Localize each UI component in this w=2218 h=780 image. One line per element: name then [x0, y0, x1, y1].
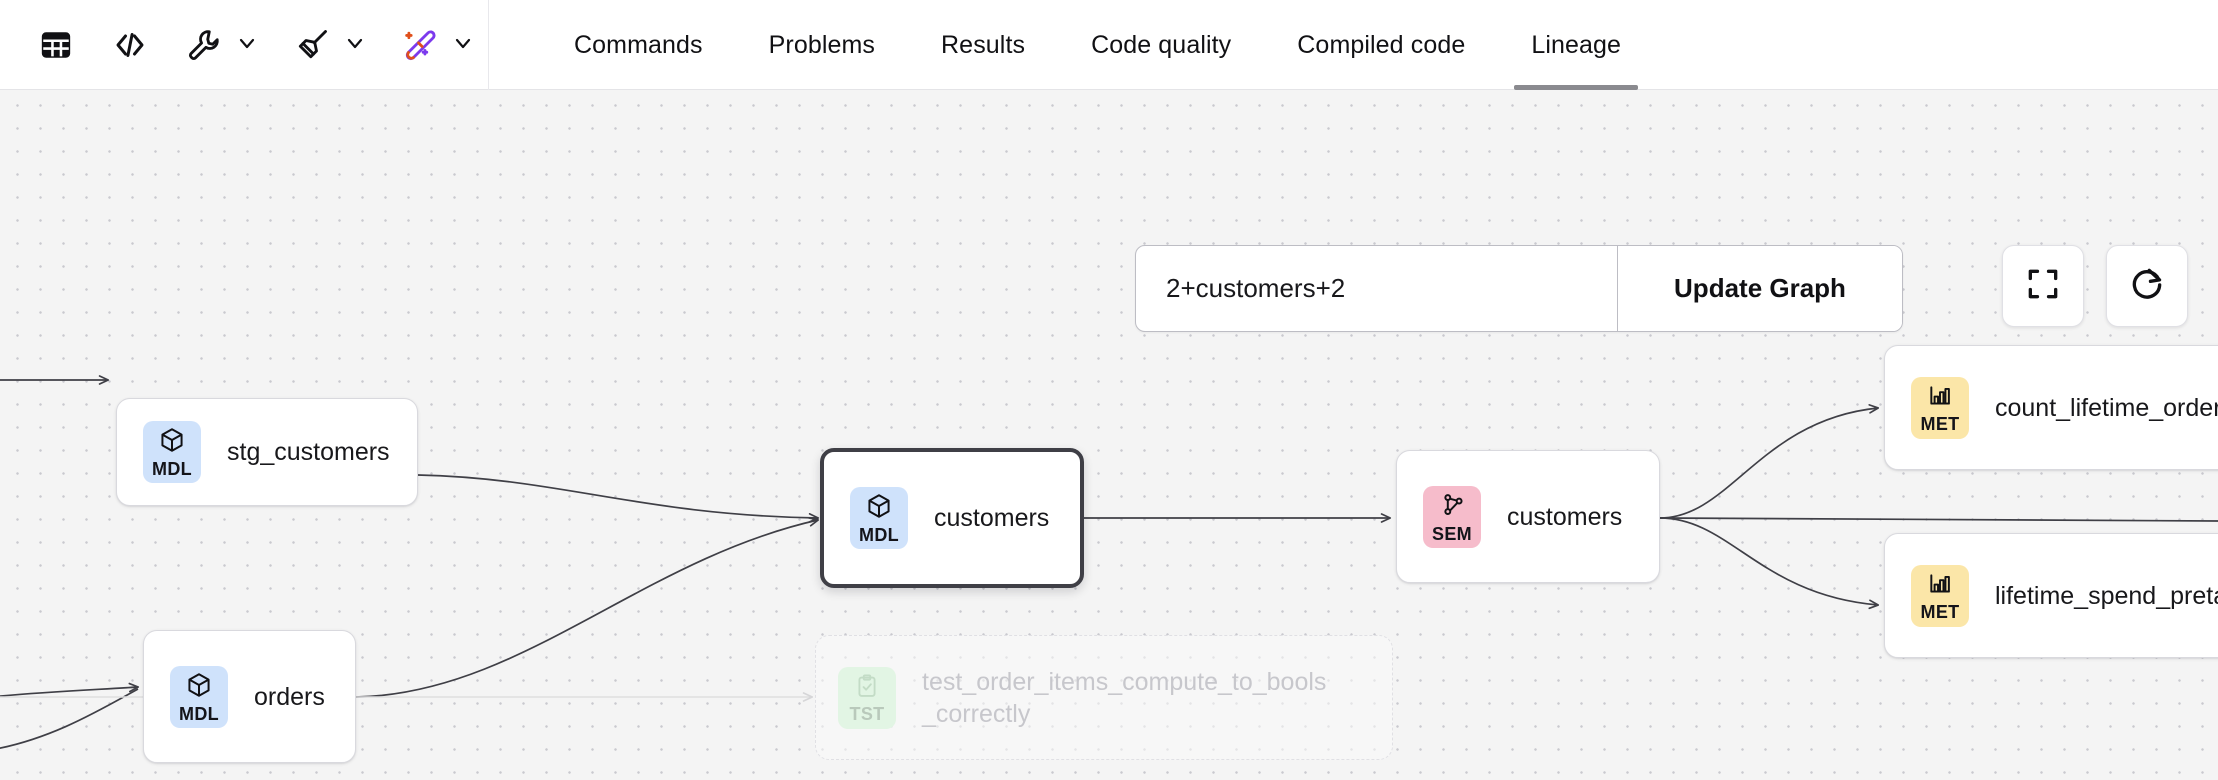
refresh-button[interactable] — [2106, 245, 2188, 327]
node-label: customers — [934, 504, 1050, 532]
node-label: test_order_items_compute_to_bools _corre… — [922, 667, 1327, 728]
tab-compiled-code[interactable]: Compiled code — [1297, 30, 1466, 59]
code-view-button[interactable] — [104, 19, 156, 71]
ai-assist-button[interactable] — [394, 19, 446, 71]
refresh-icon — [2128, 265, 2166, 308]
chevron-down-icon — [235, 31, 259, 60]
table-view-button[interactable] — [30, 19, 82, 71]
chevron-down-icon — [451, 31, 475, 60]
broom-icon — [294, 27, 330, 63]
semantic-graph-icon — [1438, 491, 1466, 524]
lineage-node-count-lifetime-orders[interactable]: MET count_lifetime_order — [1884, 345, 2218, 470]
wrench-icon — [186, 27, 222, 63]
lineage-node-orders[interactable]: MDL orders — [143, 630, 356, 763]
tab-commands[interactable]: Commands — [574, 30, 703, 59]
tools-dropdown-button[interactable] — [230, 19, 264, 71]
table-icon — [39, 28, 73, 62]
editor-toolbar — [0, 0, 489, 90]
update-graph-button[interactable]: Update Graph — [1617, 246, 1902, 331]
badge-label: MDL — [179, 703, 219, 724]
magic-wand-icon — [402, 27, 438, 63]
lineage-node-test-order-items[interactable]: TST test_order_items_compute_to_bools _c… — [815, 635, 1393, 760]
node-type-badge-mdl: MDL — [850, 487, 908, 549]
lineage-node-stg-customers[interactable]: MDL stg_customers — [116, 398, 418, 506]
lineage-node-customers-model[interactable]: MDL customers — [820, 448, 1084, 588]
cube-icon — [865, 492, 893, 525]
node-type-badge-sem: SEM — [1423, 485, 1481, 548]
tab-lineage[interactable]: Lineage — [1498, 0, 1654, 90]
node-selector-input[interactable] — [1136, 246, 1617, 331]
lineage-node-customers-semantic[interactable]: SEM customers — [1396, 450, 1660, 583]
tab-bar: Commands Problems Results Code quality C… — [489, 0, 1654, 90]
canvas-controls — [2002, 245, 2188, 327]
clipboard-check-icon — [854, 673, 880, 704]
node-label: stg_customers — [227, 438, 390, 466]
badge-label: TST — [849, 703, 885, 724]
format-dropdown-button[interactable] — [338, 19, 372, 71]
top-bar: Commands Problems Results Code quality C… — [0, 0, 2218, 90]
node-type-badge-mdl: MDL — [170, 665, 228, 728]
cube-icon — [185, 671, 213, 704]
tab-code-quality[interactable]: Code quality — [1091, 30, 1232, 59]
badge-label: MET — [1920, 413, 1960, 434]
badge-label: MET — [1920, 601, 1960, 622]
node-type-badge-met: MET — [1911, 564, 1969, 627]
bar-chart-icon — [1927, 571, 1953, 602]
node-label: customers — [1507, 502, 1623, 531]
ai-assist-dropdown-button[interactable] — [446, 19, 480, 71]
badge-label: MDL — [152, 459, 192, 479]
node-label: lifetime_spend_preta — [1995, 581, 2218, 610]
node-type-badge-met: MET — [1911, 376, 1969, 439]
code-icon — [112, 27, 148, 63]
chevron-down-icon — [343, 31, 367, 60]
cube-icon — [158, 426, 186, 459]
fit-screen-icon — [2024, 265, 2062, 308]
bar-chart-icon — [1927, 383, 1953, 414]
node-label: count_lifetime_order — [1995, 393, 2218, 422]
node-type-badge-tst: TST — [838, 666, 896, 729]
badge-label: SEM — [1432, 523, 1472, 544]
format-button[interactable] — [286, 19, 338, 71]
node-label: orders — [254, 682, 325, 711]
node-type-badge-mdl: MDL — [143, 421, 201, 483]
fit-view-button[interactable] — [2002, 245, 2084, 327]
graph-selector-bar: Update Graph — [1135, 245, 1903, 332]
tools-button[interactable] — [178, 19, 230, 71]
tab-results[interactable]: Results — [941, 30, 1026, 59]
tab-problems[interactable]: Problems — [768, 30, 876, 59]
lineage-canvas[interactable]: MDL stg_customers MDL orders — [0, 90, 2218, 780]
lineage-node-lifetime-spend-pretax[interactable]: MET lifetime_spend_preta — [1884, 533, 2218, 658]
badge-label: MDL — [859, 525, 899, 545]
